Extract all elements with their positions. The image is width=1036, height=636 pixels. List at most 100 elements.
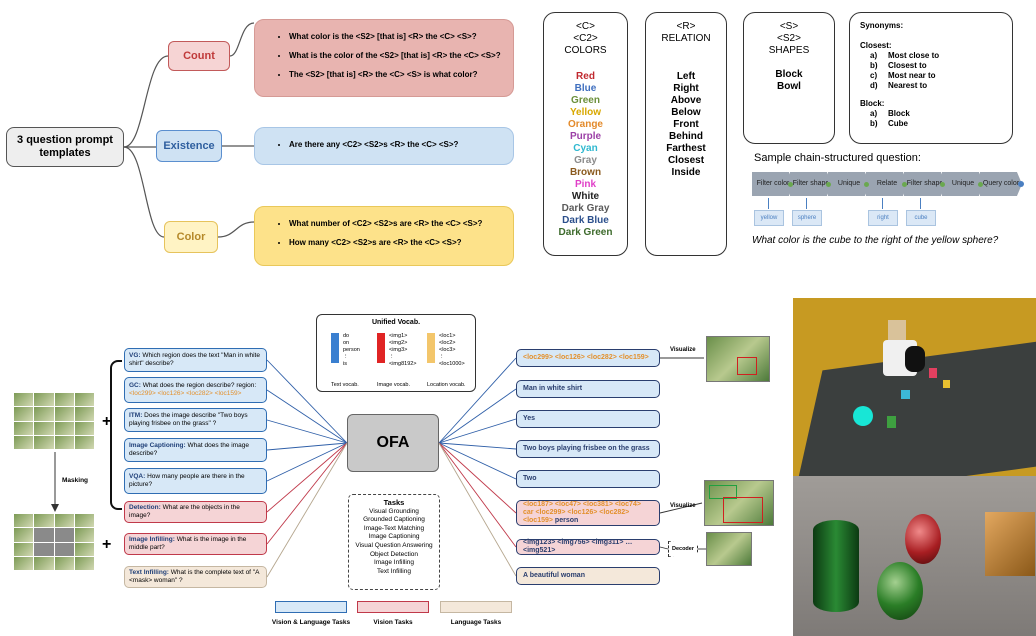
render-image-top (793, 298, 1036, 476)
output-task-box: <loc187> <loc47> <loc381> <loc74> car <l… (516, 500, 660, 526)
relation-header-title: RELATION (661, 33, 711, 44)
task-item: Image Infilling (373, 559, 415, 567)
image-patch (54, 435, 74, 449)
input-task-box: ITM: Does the image describe "Two boys p… (124, 408, 267, 432)
output-task-text: Yes (523, 415, 536, 422)
output-task-content: Man in white shirt (523, 385, 582, 393)
output-task-box: Two boys playing frisbee on the grass (516, 440, 660, 458)
image-patch (14, 556, 34, 570)
task-item: Grounded Captioning (363, 516, 425, 524)
relation-item: Above (670, 95, 702, 106)
input-bracket (110, 360, 122, 510)
input-task-content: Image Captioning: What does the image de… (129, 442, 262, 458)
relation-item: Below (671, 107, 701, 118)
image-patch (54, 393, 74, 407)
synonym-item: a)Most close to (860, 51, 1002, 61)
existence-questions-box: Are there any <C2> <S2>s <R> the <C> <S>… (254, 127, 514, 165)
output-task-box: Two (516, 470, 660, 488)
input-task-box: Image Infilling: What is the image in th… (124, 533, 267, 555)
synonym-value: Most near to (888, 71, 936, 80)
synonym-item: b)Closest to (860, 61, 1002, 71)
legend-swatch (440, 601, 512, 613)
connector-line (659, 502, 703, 514)
output-task-text: <img123> <img756> <img311> … <img521> (523, 539, 633, 554)
legend-label: Vision Tasks (373, 619, 413, 626)
input-task-content: VQA: How many people are there in the pi… (129, 473, 262, 489)
task-item: Visual Grounding (369, 507, 419, 515)
vocab-item: do (343, 333, 350, 339)
shapes-header-s: <S> (779, 21, 799, 32)
chain-node: Unique (828, 172, 870, 196)
shapes-header-title: SHAPES (768, 45, 810, 56)
image-patch (34, 407, 54, 421)
tasks-title: Tasks (383, 498, 405, 507)
ofa-model-box: OFA (347, 414, 439, 472)
masked-image-grid (14, 514, 94, 570)
connector-line (438, 442, 517, 480)
image-patch (34, 435, 54, 449)
image-patch (74, 393, 94, 407)
colors-header-c: <C> (576, 21, 595, 32)
image-patch (54, 556, 74, 570)
input-task-tag: Detection: (129, 504, 161, 511)
image-patch (14, 421, 34, 435)
output-task-text: Two (523, 475, 537, 482)
vocab-item: <img8192> (389, 361, 417, 367)
color-item: Orange (567, 119, 603, 130)
synonym-item: d)Nearest to (860, 81, 1002, 91)
image-patch (54, 528, 74, 542)
connector-line (266, 442, 348, 578)
image-vocab: <img1><img2><img3>⋮<img8192> Image vocab… (377, 333, 425, 388)
output-task-box: <img123> <img756> <img311> … <img521> (516, 539, 660, 555)
colors-header-c2: <C2> (573, 33, 598, 44)
chain-literal: yellow (754, 210, 784, 226)
synonym-item: c)Most near to (860, 71, 1002, 81)
vocab-item: <img2> (389, 340, 408, 346)
color-item: Brown (569, 167, 602, 178)
colors-header-title: COLORS (564, 45, 607, 56)
task-item: Text Infilling (377, 567, 411, 575)
synonyms-block-title: Block: (860, 99, 885, 108)
chain-literal: right (868, 210, 898, 226)
input-task-box: Image Captioning: What does the image de… (124, 438, 267, 462)
image-patch (34, 542, 54, 556)
color-item: Green (571, 95, 600, 106)
input-task-text: What does the image describe? (129, 442, 249, 457)
text-vocab-label: Text vocab. (331, 382, 359, 388)
count-questions-box: What color is the <S2> [that is] <R> the… (254, 19, 514, 97)
task-item: Object Detection (369, 550, 419, 558)
branch-existence-label: Existence (156, 130, 222, 162)
connector-line (438, 442, 517, 450)
task-item: Visual Question Answering (355, 541, 433, 549)
relation-item: Right (673, 83, 699, 94)
input-task-text: Which region does the text "Man in white… (129, 352, 260, 367)
color-item: White (571, 191, 600, 202)
vocab-ellipsis: ⋮ (389, 354, 395, 360)
color-item: Cyan (573, 143, 598, 154)
image-patch (54, 421, 74, 435)
chain-connector-dot (902, 182, 907, 187)
color-item: Dark Gray (561, 203, 610, 214)
input-task-content: Detection: What are the objects in the i… (129, 504, 262, 520)
synonym-key: b) (870, 119, 878, 128)
connector-line (266, 442, 348, 482)
input-task-box: Detection: What are the objects in the i… (124, 501, 267, 523)
connector-line (438, 357, 517, 444)
legend-swatch (275, 601, 347, 613)
chain-connector-dot (788, 182, 793, 187)
vocab-ellipsis: ⋮ (439, 354, 445, 360)
plus-sign-bottom: + (102, 536, 112, 553)
chain-literal-arrow (882, 198, 883, 209)
image-patch (74, 435, 94, 449)
input-task-box: VQA: How many people are there in the pi… (124, 468, 267, 494)
color-item: Gray (574, 155, 597, 166)
synonym-key: a) (870, 109, 878, 118)
connector-line (266, 359, 348, 444)
image-patch (34, 528, 54, 542)
input-task-box: GC: What does the region describe? regio… (124, 377, 267, 403)
chain-connector-dot (940, 182, 945, 187)
